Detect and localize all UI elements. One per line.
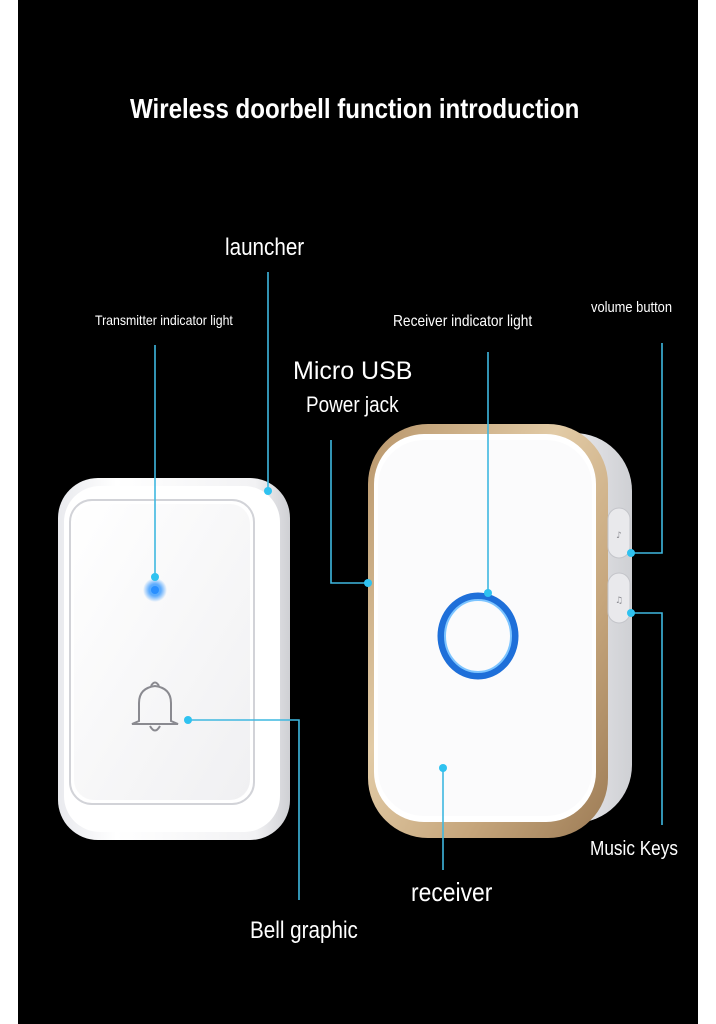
receiver-label: receiver [411,877,493,907]
callout-bell-graphic [188,719,300,900]
diagram-canvas: ♪ ♫ Wireless doorbell function introdu [18,0,698,1024]
callout-lines [154,272,663,900]
bell-icon [131,681,179,732]
receiver-led-ring-icon [437,592,519,680]
callout-volume-button [631,343,663,554]
music-keys-label: Music Keys [590,838,678,860]
svg-text:♪: ♪ [616,531,622,541]
device-illustration: ♪ ♫ [58,272,663,900]
callout-music-keys [631,612,663,825]
callout-dots [151,487,635,772]
volume-button-icon [607,507,631,559]
receiver-device: ♪ ♫ [368,424,632,838]
receiver-indicator-light-label: Receiver indicator light [393,313,533,330]
music-key-icon [607,572,631,624]
transmitter-indicator-light-label: Transmitter indicator light [95,312,233,328]
volume-button-label: volume button [591,299,673,316]
page-title: Wireless doorbell function introduction [130,93,580,124]
callout-micro-usb [330,440,368,584]
bell-graphic-label: Bell graphic [250,917,358,944]
svg-text:♫: ♫ [615,596,623,606]
transmitter-device [58,478,290,840]
launcher-label: launcher [225,234,305,261]
micro-usb-label: Micro USB [293,357,413,385]
power-jack-label: Power jack [306,392,399,417]
